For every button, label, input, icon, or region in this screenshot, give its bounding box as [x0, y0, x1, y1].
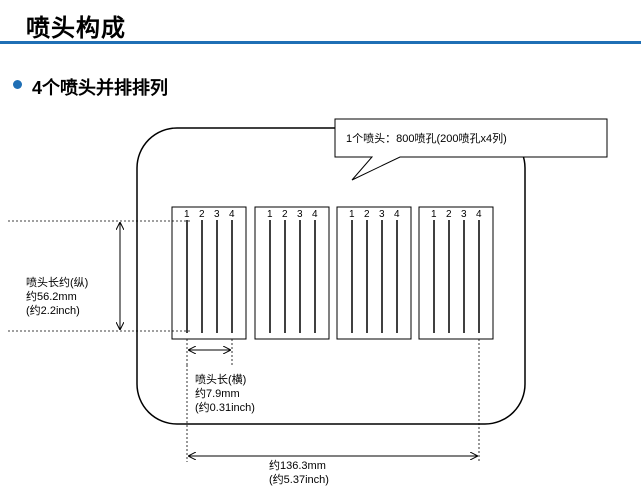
row-number: 3 [297, 209, 303, 220]
row-number: 4 [229, 209, 235, 220]
head-2 [254, 206, 330, 340]
row-number: 2 [199, 209, 205, 220]
row-number: 2 [446, 209, 452, 220]
row-number: 2 [364, 209, 370, 220]
vertical-dimension [8, 220, 192, 332]
row-number: 1 [349, 209, 355, 220]
total-width-dimension-label: 约136.3mm (约5.37inch) [269, 459, 329, 487]
row-number: 1 [431, 209, 437, 220]
head-width-dimension-label: 喷头长(横) 约7.9mm (约0.31inch) [195, 373, 255, 415]
head-3 [336, 206, 412, 340]
head-4 [418, 206, 494, 340]
vertical-dimension-label: 喷头长约(纵) 约56.2mm (约2.2inch) [26, 276, 88, 318]
printhead-frame [136, 127, 526, 425]
row-number: 3 [379, 209, 385, 220]
head-width-line1: 喷头长(横) [195, 374, 247, 386]
bullet-icon [13, 80, 22, 89]
row-number: 4 [476, 209, 482, 220]
head-width-line3: (约0.31inch) [195, 402, 255, 414]
row-number: 3 [214, 209, 220, 220]
row-number: 4 [312, 209, 318, 220]
title-rule [0, 41, 641, 44]
total-width-line1: 约136.3mm [269, 460, 326, 472]
head-width-line2: 约7.9mm [195, 388, 240, 400]
row-number: 4 [394, 209, 400, 220]
section-heading: 4个喷头并排排列 [32, 78, 169, 98]
callout-text: 1个喷头：800喷孔(200喷孔x4列) [346, 133, 507, 145]
vertical-dimension-line1: 喷头长约(纵) [26, 277, 89, 289]
vertical-dimension-line3: (约2.2inch) [26, 305, 80, 317]
callout-bubble [334, 118, 608, 181]
row-number: 2 [282, 209, 288, 220]
total-width-line2: (约5.37inch) [269, 474, 329, 486]
row-number: 1 [267, 209, 273, 220]
row-number: 3 [461, 209, 467, 220]
row-number: 1 [184, 209, 190, 220]
head-1 [171, 206, 247, 340]
page-title: 喷头构成 [26, 15, 126, 42]
head-width-dimension [186, 339, 233, 365]
vertical-dimension-line2: 约56.2mm [26, 291, 77, 303]
total-width-dimension [186, 339, 480, 462]
